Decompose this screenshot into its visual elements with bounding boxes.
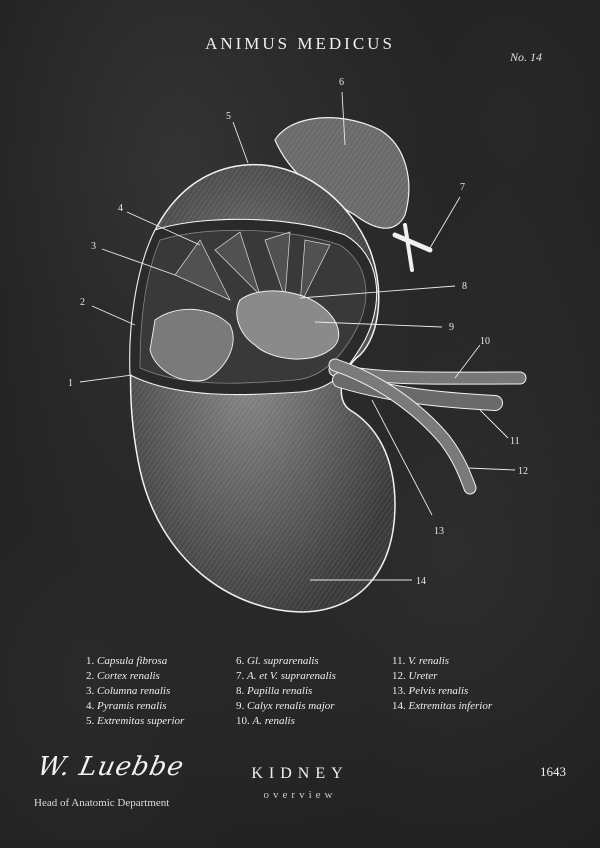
legend-item: 8. Papilla renalis <box>236 685 313 697</box>
label-13: 13 <box>434 526 444 537</box>
legend-item: 4. Pyramis renalis <box>86 700 167 712</box>
label-8: 8 <box>462 281 467 292</box>
legend-item: 9. Calyx renalis major <box>236 700 335 712</box>
label-5: 5 <box>226 111 231 122</box>
label-7: 7 <box>460 182 465 193</box>
signature-caption: Head of Anatomic Department <box>34 797 170 809</box>
legend-column-1: 1. Capsula fibrosa 2. Cortex renalis 3. … <box>86 654 184 729</box>
renal-pelvis-shape <box>236 290 340 360</box>
label-2: 2 <box>80 297 85 308</box>
legend-item: 3. Columna renalis <box>86 685 171 697</box>
legend-item: 7. A. et V. suprarenalis <box>236 670 336 682</box>
label-6: 6 <box>339 77 344 88</box>
label-14: 14 <box>416 576 426 587</box>
legend-column-2: 6. Gl. suprarenalis 7. A. et V. supraren… <box>236 654 336 729</box>
legend-item: 2. Cortex renalis <box>86 670 160 682</box>
legend-item: 10. A. renalis <box>236 715 295 727</box>
label-10: 10 <box>480 336 490 347</box>
label-3: 3 <box>91 241 96 252</box>
header-title: ANIMUS MEDICUS <box>205 34 395 53</box>
legend-item: 1. Capsula fibrosa <box>86 655 168 667</box>
footer-title: KIDNEY <box>251 765 349 782</box>
legend-item: 6. Gl. suprarenalis <box>236 655 319 667</box>
legend-item: 14. Extremitas inferior <box>392 700 493 712</box>
legend-item: 11. V. renalis <box>392 655 450 667</box>
label-12: 12 <box>518 466 528 477</box>
label-9: 9 <box>449 322 454 333</box>
label-1: 1 <box>68 378 73 389</box>
label-11: 11 <box>510 436 520 447</box>
year: 1643 <box>540 764 566 779</box>
label-4: 4 <box>118 203 123 214</box>
legend-item: 12. Ureter <box>392 670 438 682</box>
legend-column-3: 11. V. renalis 12. Ureter 13. Pelvis ren… <box>392 654 492 714</box>
footer-subtitle: overview <box>263 789 337 801</box>
legend-item: 5. Extremitas superior <box>86 715 185 727</box>
legend-item: 13. Pelvis renalis <box>392 685 469 697</box>
plate-number: No. 14 <box>510 50 543 64</box>
